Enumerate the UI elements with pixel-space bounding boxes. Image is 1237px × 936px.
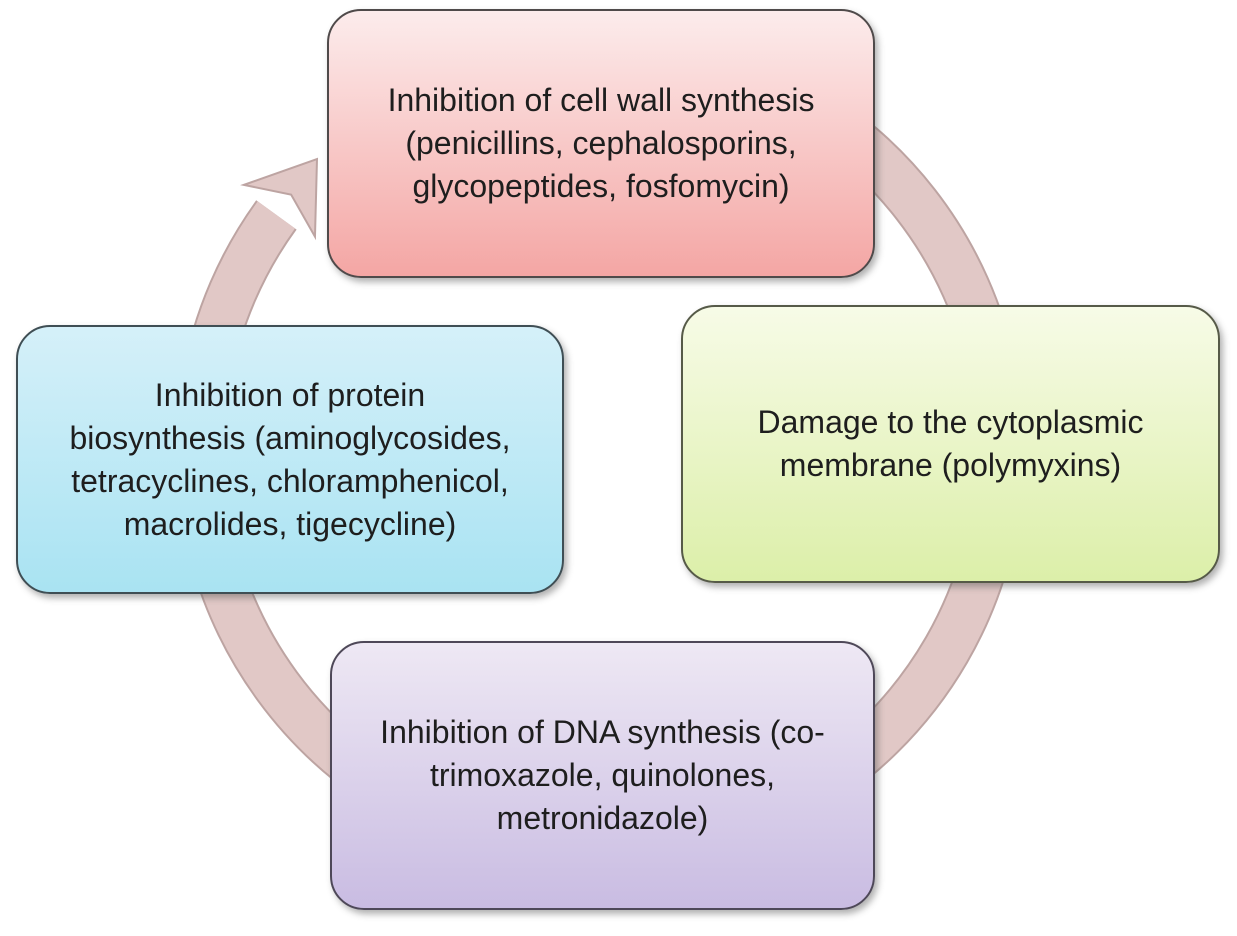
node-protein-biosynthesis: Inhibition of protein biosynthesis (amin… [16, 325, 564, 594]
node-dna-synthesis-label: Inhibition of DNA synthesis (co- trimoxa… [380, 714, 825, 836]
node-dna-synthesis: Inhibition of DNA synthesis (co- trimoxa… [330, 641, 875, 910]
node-cytoplasmic-membrane-label: Damage to the cytoplasmic membrane (poly… [757, 404, 1144, 483]
node-protein-biosynthesis-label: Inhibition of protein biosynthesis (amin… [69, 376, 511, 542]
node-cell-wall-synthesis: Inhibition of cell wall synthesis (penic… [327, 9, 875, 278]
node-cell-wall-synthesis-label: Inhibition of cell wall synthesis (penic… [387, 82, 815, 204]
cycle-arrow-head [240, 157, 319, 241]
node-cytoplasmic-membrane: Damage to the cytoplasmic membrane (poly… [681, 305, 1220, 583]
